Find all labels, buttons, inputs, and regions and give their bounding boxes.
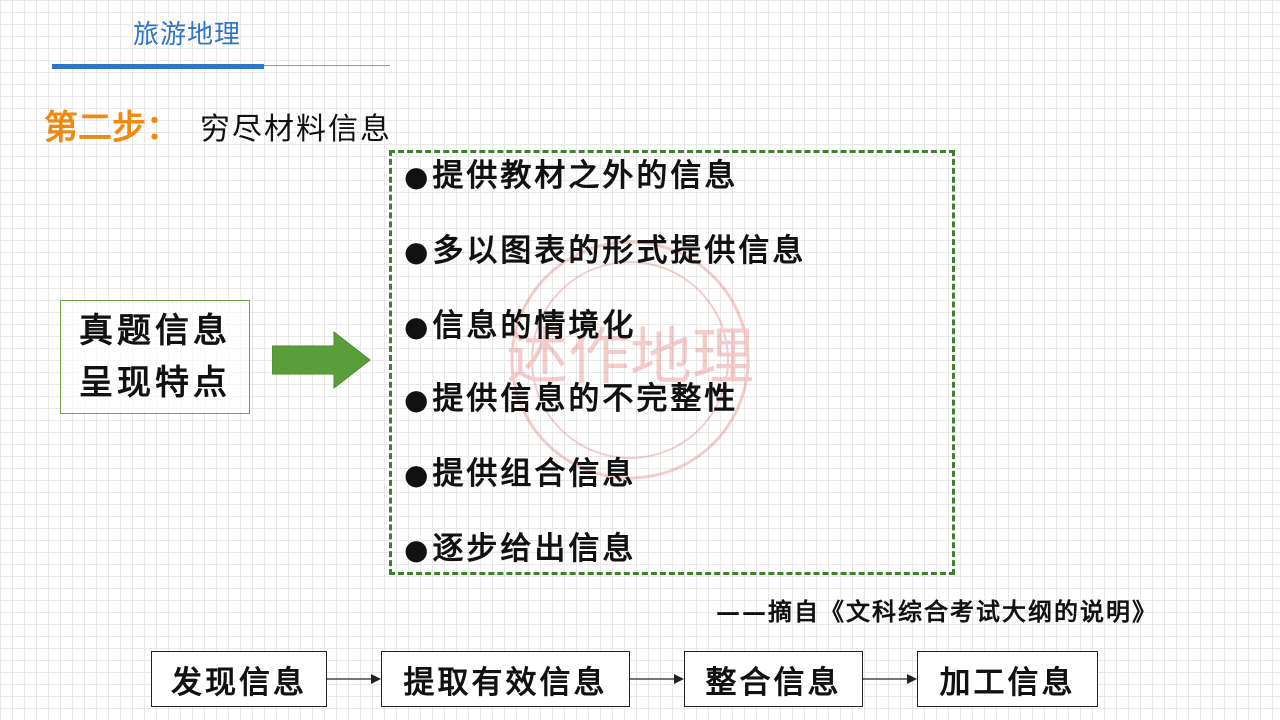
watermark-stamp: 述作地理 — [506, 240, 754, 480]
flow-step-process: 加工信息 — [917, 651, 1098, 707]
feature-text: 提供信息的不完整性 — [432, 381, 739, 417]
flow-step-discover: 发现信息 — [151, 651, 327, 707]
feature-text: 信息的情境化 — [432, 308, 637, 344]
feature-text: 提供组合信息 — [432, 456, 637, 492]
bullet-icon: ● — [404, 383, 429, 416]
feature-item: ●提供组合信息 — [404, 448, 636, 493]
flow-arrow-icon — [630, 674, 684, 684]
step-label: 第二步： — [44, 108, 180, 148]
feature-item: ●提供信息的不完整性 — [404, 373, 738, 418]
flow-arrow-icon — [863, 674, 917, 684]
features-box — [389, 150, 955, 575]
feature-text: 多以图表的形式提供信息 — [432, 233, 807, 269]
topic-line-2: 呈现特点 — [79, 363, 231, 403]
bullet-icon: ● — [404, 235, 429, 268]
feature-text: 逐步给出信息 — [432, 531, 637, 567]
flow-step-extract: 提取有效信息 — [381, 651, 630, 707]
feature-item: ●逐步给出信息 — [404, 523, 636, 568]
flow-arrow-icon — [327, 674, 381, 684]
feature-item: ●提供教材之外的信息 — [404, 150, 738, 195]
right-arrow-icon — [272, 330, 371, 390]
bullet-icon: ● — [404, 458, 429, 491]
bullet-icon: ● — [404, 160, 429, 193]
feature-item: ●信息的情境化 — [404, 300, 636, 345]
header-underline-thick — [52, 64, 264, 69]
source-note: ——摘自《文科综合考试大纲的说明》 — [716, 597, 1158, 626]
topic-line-1: 真题信息 — [79, 311, 231, 351]
header-underline-thin — [264, 65, 390, 66]
watermark-text: 述作地理 — [506, 320, 754, 393]
flow-step-integrate: 整合信息 — [684, 651, 863, 707]
topic-box: 真题信息 呈现特点 — [60, 300, 250, 414]
feature-text: 提供教材之外的信息 — [432, 158, 739, 194]
header-title: 旅游地理 — [133, 20, 242, 50]
step-text: 穷尽材料信息 — [200, 112, 392, 147]
bullet-icon: ● — [404, 310, 429, 343]
feature-item: ●多以图表的形式提供信息 — [404, 225, 806, 270]
bullet-icon: ● — [404, 533, 429, 566]
